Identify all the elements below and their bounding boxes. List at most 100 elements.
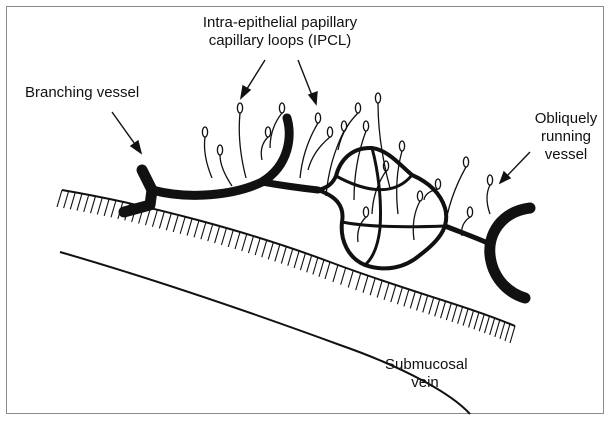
ipcl-loop-tip [315, 113, 320, 123]
ipcl-stem [239, 113, 246, 178]
vein-hatch-stroke [194, 220, 199, 237]
ipcl-stem [358, 217, 366, 242]
vein-hatch-stroke [275, 244, 280, 261]
ipcl-loop-tip [375, 93, 380, 103]
vein-hatch-stroke [474, 312, 479, 329]
vein-hatch-stroke [64, 191, 69, 208]
label-oblique-line2: running [526, 128, 606, 146]
vein-hatch-stroke [255, 238, 260, 255]
ipcl-stem [487, 185, 490, 214]
label-oblique-vessel: Obliquely running vessel [526, 110, 606, 164]
vein-hatch-stroke [446, 303, 451, 320]
vein-hatch-stroke [215, 226, 220, 243]
vein-hatch-stroke [377, 281, 382, 298]
vein-hatch-stroke [500, 322, 505, 339]
ipcl-stem [261, 137, 268, 160]
vein-hatch-stroke [363, 276, 368, 293]
vein-hatch-stroke [208, 224, 213, 241]
vein-hatch-stroke [221, 228, 226, 245]
vein-hatch-stroke [268, 242, 273, 259]
vein-hatch-stroke [288, 249, 293, 266]
ipcl-stem [270, 113, 282, 148]
arrow-ipcl-left [245, 60, 265, 92]
vein-hatch-stroke [166, 213, 171, 230]
ipcl-loop-tip [363, 121, 368, 131]
vein-hatch-stroke [463, 309, 468, 326]
vein-hatch-stroke [479, 314, 484, 331]
vein-hatch-stroke [410, 291, 415, 308]
vein-hatch-stroke [397, 287, 402, 304]
vein-hatch-stroke [262, 240, 267, 257]
ipcl-loop-tip [463, 157, 468, 167]
vein-hatch-stroke [319, 260, 324, 277]
label-oblique-line3: vessel [526, 146, 606, 164]
vein-hatch-stroke [441, 301, 446, 318]
vein-hatch-stroke [429, 297, 434, 314]
oblique-vessel [490, 208, 530, 298]
vein-hatch-stroke [201, 222, 206, 239]
ipcl-loop-tip [265, 127, 270, 137]
arrow-branching [112, 112, 137, 147]
vein-hatch-stroke [57, 190, 62, 207]
vein-hatch-stroke [228, 230, 233, 247]
label-ipcl: Intra-epithelial papillary capillary loo… [170, 14, 390, 50]
vein-hatch-stroke [235, 232, 240, 249]
ipcl-stem [338, 113, 358, 150]
vein-hatch-stroke [490, 318, 495, 335]
vein-hatch-stroke [187, 219, 192, 236]
ipcl-loop-tip [202, 127, 207, 137]
ipcl-stem [308, 137, 330, 170]
vein-hatch-stroke [242, 234, 247, 251]
vein-hatch-stroke [152, 210, 157, 227]
pointer-arrows [112, 60, 530, 183]
ipcl-stem [413, 201, 420, 240]
ipcl-loop-tip [435, 179, 440, 189]
label-vein-line2: vein [385, 374, 465, 392]
vein-hatch-stroke [294, 251, 299, 268]
vein-hatch-stroke [313, 258, 318, 275]
ipcl-loop-tip [217, 145, 222, 155]
vein-hatch-stroke [384, 283, 389, 300]
vein-hatch-stroke [104, 199, 109, 216]
ipcl-loop-tip [399, 141, 404, 151]
vein-hatch-stroke [469, 310, 474, 327]
vein-hatch-stroke [348, 271, 353, 288]
vein-hatch-stroke [391, 285, 396, 302]
ipcl-loop-tip [467, 207, 472, 217]
vein-hatch-stroke [77, 194, 82, 211]
vein-hatch-stroke [341, 268, 346, 285]
vein-hatch-stroke [325, 262, 330, 279]
vein-hatch-stroke [417, 293, 422, 310]
vein-hatch-stroke [423, 295, 428, 312]
vein-hatch-stroke [356, 273, 361, 290]
ipcl-loop-tip [487, 175, 492, 185]
capillary-network [318, 148, 492, 268]
ipcl-loop-tip [355, 103, 360, 113]
ipcl-stem [354, 131, 366, 200]
label-submucosal-vein: Submucosal vein [385, 356, 465, 392]
ipcl-stem [220, 155, 232, 186]
vein-hatch-stroke [248, 236, 253, 253]
label-branching-vessel: Branching vessel [25, 84, 139, 102]
ipcl-stem [300, 123, 318, 178]
vein-hatch-stroke [510, 326, 515, 343]
ipcl-loop-tip [237, 103, 242, 113]
vein-hatch-stroke [111, 200, 116, 217]
ipcl-loop-tip [279, 103, 284, 113]
vein-hatch-stroke [97, 198, 102, 215]
vein-hatch-stroke [452, 305, 457, 322]
label-ipcl-line1: Intra-epithelial papillary [170, 14, 390, 32]
ipcl-stem [204, 137, 212, 178]
vein-hatch-stroke [370, 278, 375, 295]
vein-hatch-stroke [70, 192, 75, 209]
vein-hatch-stroke [281, 247, 286, 264]
vein-hatch-stroke [173, 215, 178, 232]
ipcl-loop-tip [417, 191, 422, 201]
vein-hatch-stroke [159, 211, 164, 228]
label-vein-line1: Submucosal [385, 356, 465, 374]
label-oblique-line1: Obliquely [526, 110, 606, 128]
vein-hatch-stroke [333, 265, 338, 282]
vein-hatch-stroke [505, 324, 510, 341]
vein-hatch-stroke [435, 299, 440, 316]
